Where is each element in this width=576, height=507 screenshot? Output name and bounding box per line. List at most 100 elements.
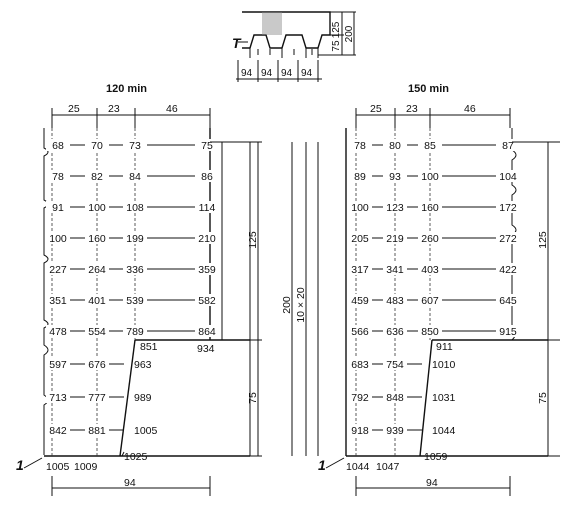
temperature-value: 864	[198, 326, 216, 338]
temperature-value: 114	[199, 202, 216, 214]
temperature-label-background	[46, 232, 70, 244]
temperature-label-background	[348, 139, 372, 151]
temperature-label-background	[85, 358, 109, 370]
temperature-value: 401	[88, 295, 106, 307]
temperature-value: 881	[88, 425, 106, 437]
temperature-label-background	[348, 424, 372, 436]
bottom-dimension-label: 94	[426, 477, 438, 489]
temperature-label-background	[46, 294, 70, 306]
temperature-value: 636	[386, 326, 404, 338]
temperature-label-background	[496, 170, 520, 182]
temperature-label-background	[348, 294, 372, 306]
temperature-value: 939	[386, 425, 404, 437]
temperature-label-background	[46, 325, 70, 337]
thumbnail-width-label: 94	[241, 68, 253, 79]
panel-title: 120 min	[106, 83, 147, 95]
temperature-label-background	[46, 358, 70, 370]
temperature-value: 100	[351, 202, 369, 214]
temperature-label-background	[123, 170, 147, 182]
temperature-value: 645	[499, 295, 517, 307]
temperature-value: 483	[386, 295, 404, 307]
temperature-value: 848	[386, 392, 404, 404]
temperature-label-background	[383, 201, 407, 213]
temperature-label-background	[46, 391, 70, 403]
temperature-label-background	[46, 201, 70, 213]
temperature-value: 78	[354, 140, 366, 152]
temperature-label-background	[85, 391, 109, 403]
temperature-label-background	[418, 232, 442, 244]
temperature-label-background	[85, 201, 109, 213]
temperature-value: 123	[386, 202, 404, 214]
temperature-label-background	[383, 424, 407, 436]
temperature-label-background	[85, 325, 109, 337]
temperature-value: 108	[126, 202, 144, 214]
temperature-value: 915	[499, 326, 517, 338]
temperature-value: 80	[389, 140, 401, 152]
temperature-value: 160	[421, 202, 439, 214]
temperature-value: 73	[129, 140, 141, 152]
temperature-label-background	[496, 263, 520, 275]
temperature-value: 89	[354, 171, 366, 183]
temperature-label-background	[195, 170, 219, 182]
temperature-label-background	[348, 232, 372, 244]
callout-leader	[23, 457, 43, 469]
temperature-label-background	[85, 232, 109, 244]
temperature-label-background	[348, 263, 372, 275]
slab-cross-section-thumbnail: T 94 94 94 94 125 75 200	[232, 11, 356, 82]
temperature-value: 70	[91, 140, 103, 152]
temperature-label-background	[418, 201, 442, 213]
top-dimension-label: 46	[166, 103, 178, 115]
temperature-value: 989	[134, 392, 152, 404]
temperature-value: 78	[52, 171, 64, 183]
temperature-label-background	[195, 325, 219, 337]
temperature-value: 317	[351, 264, 369, 276]
bottom-right-value: 1025	[124, 451, 148, 463]
temperature-value: 713	[49, 392, 67, 404]
temperature-value: 597	[49, 359, 67, 371]
temperature-value: 205	[351, 233, 369, 245]
rib-sloped-side	[119, 339, 136, 457]
bottom-right-value: 1059	[424, 451, 448, 463]
temperature-value: 87	[502, 140, 514, 152]
temperature-value: 754	[386, 359, 404, 371]
temperature-label-background	[195, 263, 219, 275]
temperature-value: 676	[88, 359, 106, 371]
temperature-value: 554	[88, 326, 106, 338]
thumbnail-slab-outline	[242, 11, 331, 49]
bottom-left-value: 1047	[376, 461, 400, 473]
temperature-value: 100	[49, 233, 67, 245]
temperature-label-background	[418, 139, 442, 151]
temperature-label-background	[85, 170, 109, 182]
temperature-value: 264	[88, 264, 106, 276]
temperature-value: 459	[351, 295, 369, 307]
temperature-label-background	[383, 170, 407, 182]
temperature-value: 918	[351, 425, 369, 437]
temperature-label-background	[496, 201, 520, 213]
rib-sloped-side	[419, 339, 433, 457]
top-dimension-label: 46	[464, 103, 476, 115]
thumbnail-thickness-label: T	[232, 35, 242, 51]
temperature-value: 359	[198, 264, 216, 276]
temperature-value: 68	[52, 140, 64, 152]
grid-size-label: 10 × 20	[295, 287, 307, 322]
temperature-label-background	[46, 170, 70, 182]
panel-title: 150 min	[408, 83, 449, 95]
temperature-value: 792	[351, 392, 369, 404]
temperature-value: 963	[134, 359, 152, 371]
temperature-value: 1031	[432, 392, 456, 404]
temperature-label-background	[123, 325, 147, 337]
temperature-value: 104	[499, 171, 517, 183]
lower-height-label: 75	[247, 392, 259, 404]
temperature-label-background	[46, 424, 70, 436]
temperature-label-background	[348, 358, 372, 370]
callout-label: 1	[318, 457, 326, 473]
temperature-value: 100	[421, 171, 439, 183]
temperature-label-background	[85, 139, 109, 151]
temperature-value: 607	[421, 295, 439, 307]
temperature-label-background	[46, 139, 70, 151]
temperature-value: 219	[386, 233, 404, 245]
